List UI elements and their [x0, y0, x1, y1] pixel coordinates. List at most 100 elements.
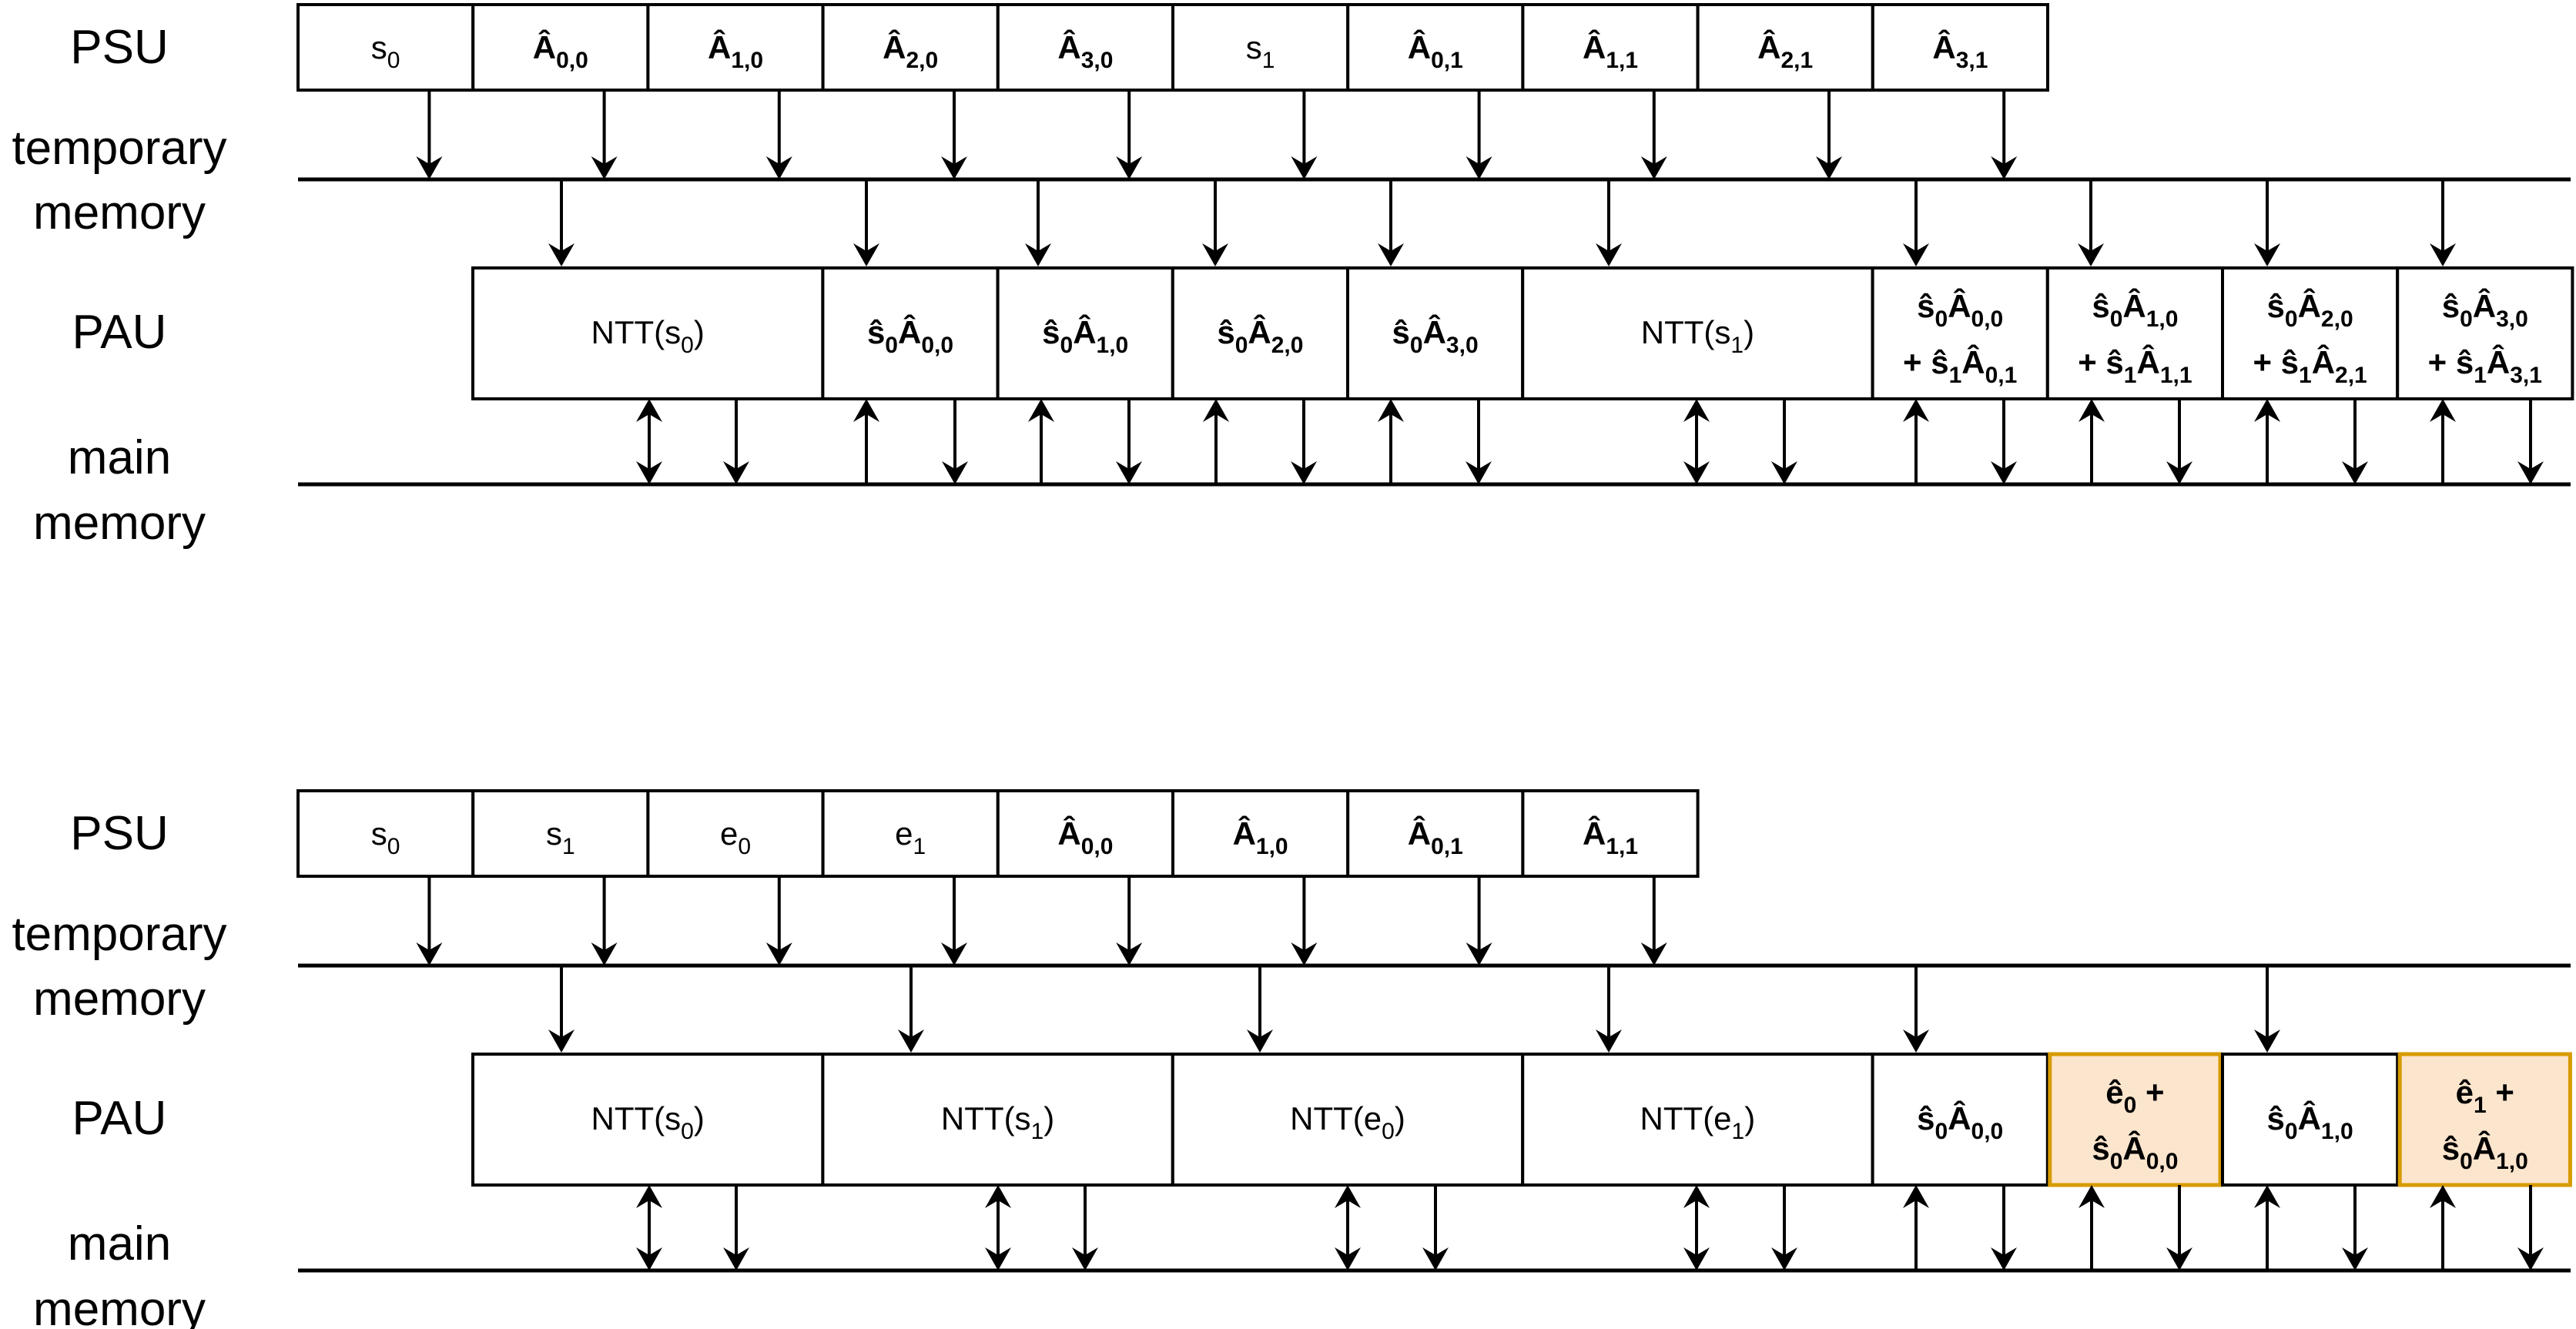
- psu-cell: Â1,1: [1521, 789, 1700, 878]
- cell-text: NTT(s1): [941, 1100, 1054, 1144]
- cell-text: ŝ0Â3,0: [1392, 313, 1479, 358]
- lane-label-pau: PAU: [72, 1092, 167, 1145]
- psu-cell-label: e1: [895, 815, 926, 859]
- pau-to-main-arrow: [2517, 399, 2544, 484]
- lane-label-memory: memory: [33, 972, 206, 1026]
- pau-cell: NTT(e0): [1171, 1053, 1525, 1187]
- cell-text: ŝ0Â1,0: [2267, 1100, 2353, 1144]
- psu-cell-label: Â0,1: [1408, 28, 1463, 73]
- temp-to-pau-arrow: [548, 179, 574, 266]
- pau-cell: ŝ0Â0,0+ ŝ1Â0,1: [1871, 266, 2049, 400]
- psu-to-temp-arrow: [1466, 90, 1492, 179]
- pau-to-main-arrow: [1771, 399, 1797, 484]
- psu-to-temp-arrow: [591, 90, 618, 179]
- psu-cell: Â0,0: [471, 3, 650, 92]
- psu-cell-label: Â3,1: [1932, 28, 1988, 73]
- pau-main-bidirectional-arrow: [1335, 1185, 1361, 1270]
- main-to-pau-arrow: [1028, 399, 1054, 484]
- psu-to-temp-arrow: [765, 876, 792, 966]
- main-to-pau-arrow: [2430, 1185, 2456, 1270]
- cell-text: ŝ0Â0,0: [1917, 1100, 2003, 1144]
- psu-cell: s0: [296, 789, 475, 878]
- pau-to-main-arrow: [2342, 399, 2368, 484]
- lane-label-main-memory: memory: [33, 497, 206, 550]
- lane-label-temporary: temporary: [12, 122, 226, 175]
- temp-to-pau-arrow: [898, 966, 924, 1053]
- cell-text: ê1 +: [2456, 1074, 2514, 1118]
- cell-text: NTT(e1): [1640, 1100, 1756, 1144]
- psu-to-temp-arrow: [941, 90, 967, 179]
- pau-main-bidirectional-arrow: [1683, 1185, 1710, 1270]
- psu-cell: Â2,1: [1696, 3, 1874, 92]
- psu-cell-label: Â1,0: [708, 28, 763, 73]
- pau-cell: NTT(s1): [821, 1053, 1174, 1187]
- psu-cell: e0: [646, 789, 825, 878]
- psu-to-temp-arrow: [1640, 90, 1667, 179]
- lane-label-pau: PAU: [72, 306, 167, 359]
- cell-text: + ŝ1Â3,1: [2428, 343, 2542, 388]
- main-to-pau-arrow: [2254, 1185, 2280, 1270]
- main-to-pau-arrow: [1903, 399, 1929, 484]
- pau-main-bidirectional-arrow: [985, 1185, 1011, 1270]
- psu-cell: s0: [296, 3, 475, 92]
- temp-to-pau-arrow: [548, 966, 574, 1053]
- pau-cell: ŝ0Â1,0+ ŝ1Â1,1: [2045, 266, 2225, 400]
- psu-cell: Â0,0: [996, 789, 1175, 878]
- pau-cell: ŝ0Â2,0: [1171, 266, 1350, 400]
- temp-to-pau-arrow: [853, 179, 879, 266]
- psu-cell-label: Â1,0: [1233, 815, 1288, 859]
- pau-to-main-arrow: [1072, 1185, 1098, 1270]
- psu-cell-label: s0: [371, 815, 400, 859]
- cell-text: NTT(s1): [1641, 314, 1754, 358]
- cell-text: ê0 +: [2105, 1074, 2164, 1118]
- pau-cell: NTT(s0): [471, 1053, 825, 1187]
- pau-row: NTT(s0) NTT(s1) NTT(e0) NTT(e1) ŝ0Â0,0 ê0 + ŝ0…: [471, 1052, 2572, 1187]
- lane-label-temporary: temporary: [12, 908, 226, 961]
- psu-to-temp-arrow: [1816, 90, 1842, 179]
- cell-text: NTT(s0): [591, 314, 705, 358]
- temp-to-pau-arrow: [2254, 966, 2280, 1053]
- pau-to-main-arrow: [2166, 399, 2192, 484]
- psu-to-temp-arrow: [1291, 876, 1318, 966]
- lane-label-memory: memory: [33, 186, 206, 239]
- pau-to-main-arrow: [723, 1185, 749, 1270]
- psu-to-temp-arrow: [1640, 876, 1667, 966]
- psu-to-temp-arrow: [416, 876, 443, 966]
- cell-text: ŝ0Â0,0: [867, 313, 953, 358]
- psu-cell: s1: [1171, 3, 1350, 92]
- pau-to-main-arrow: [1116, 399, 1142, 484]
- pau-to-main-arrow: [1771, 1185, 1797, 1270]
- pau-to-main-arrow: [1991, 1185, 2017, 1270]
- main-to-pau-arrow: [1203, 399, 1229, 484]
- psu-to-temp-arrow: [416, 90, 443, 179]
- pau-main-bidirectional-arrow: [636, 1185, 662, 1270]
- cell-text: ŝ0Â2,0: [1217, 313, 1303, 358]
- lane-label-main: main: [68, 1217, 171, 1270]
- main-to-pau-arrow: [2430, 399, 2456, 484]
- psu-to-temp-arrow: [765, 90, 792, 179]
- psu-cell: Â3,0: [996, 3, 1175, 92]
- pau-cell: NTT(e1): [1521, 1053, 1874, 1187]
- psu-cell: Â0,1: [1346, 789, 1525, 878]
- pau-main-bidirectional-arrow: [1683, 399, 1710, 484]
- pau-cell: ŝ0Â3,0+ ŝ1Â3,1: [2396, 266, 2574, 400]
- temp-to-pau-arrow: [1596, 966, 1622, 1053]
- psu-to-temp-arrow: [1466, 876, 1492, 966]
- psu-to-temp-arrow: [1291, 90, 1318, 179]
- pau-to-main-arrow: [1291, 399, 1317, 484]
- cell-text: NTT(s0): [591, 1100, 705, 1144]
- psu-cell-label: s1: [546, 815, 575, 859]
- cell-text: ŝ0Â2,0: [2267, 287, 2353, 332]
- pau-cell: NTT(s0): [471, 266, 825, 400]
- pau-to-main-arrow: [942, 399, 968, 484]
- psu-cell-label: e0: [720, 815, 751, 859]
- psu-to-temp-arrow: [591, 876, 618, 966]
- psu-cell: Â2,0: [821, 3, 1000, 92]
- psu-cell-label: s1: [1246, 29, 1275, 73]
